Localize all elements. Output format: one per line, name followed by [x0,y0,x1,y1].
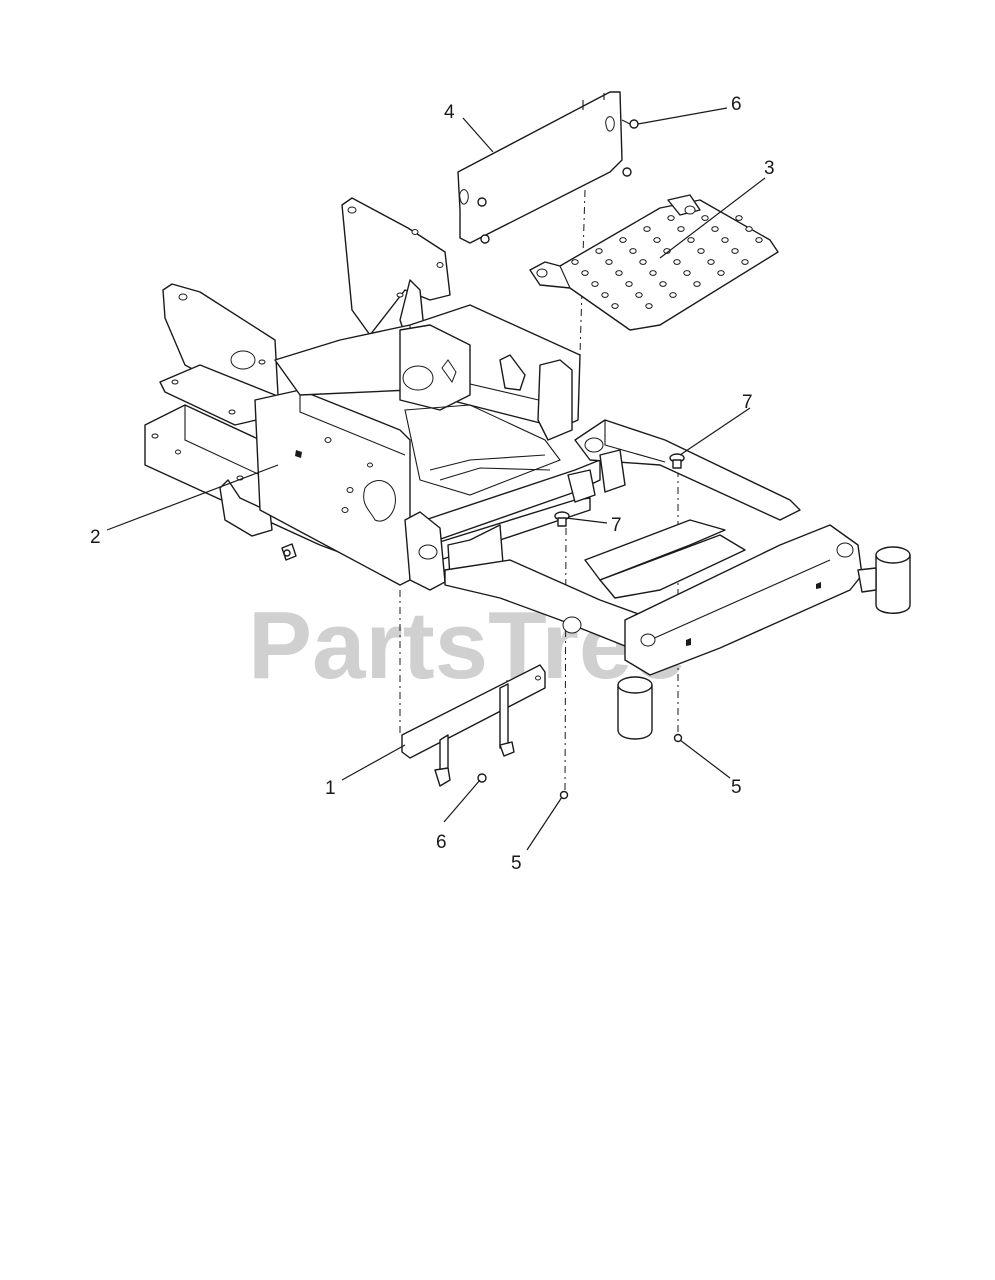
perforation-hole [595,248,603,254]
perforation-hole [717,270,725,276]
perforation-hole [635,292,643,298]
perforation-hole [687,237,695,243]
lower-bracket [401,664,546,787]
left-caster-tube [617,676,653,740]
callout-2: 2 [90,527,101,548]
perforation-hole [755,237,763,243]
perforation-hole [643,226,651,232]
perforation-hole [571,259,579,265]
right-caster-tube [857,546,911,614]
perforation-hole [711,226,719,232]
callout-7-upper: 7 [742,392,753,413]
perforation-hole [677,226,685,232]
perforation-hole [669,292,677,298]
perforation-hole [721,237,729,243]
perforation-hole [605,259,613,265]
perforation-hole [697,248,705,254]
perforation-hole [701,215,709,221]
perforation-hole [619,237,627,243]
callouts: 4 6 3 7 2 7 1 5 6 5 [90,94,775,874]
perforation-hole [629,248,637,254]
footrest-plate [529,194,779,331]
callout-5-right: 5 [731,777,742,798]
perforation-hole [673,259,681,265]
callout-6-upper: 6 [731,94,742,115]
callout-6-lower: 6 [436,832,447,853]
pin-lower [554,511,570,527]
perforation-hole [693,281,701,287]
perforation-hole [649,270,657,276]
perforation-hole [683,270,691,276]
hardware [283,119,685,800]
callout-3: 3 [764,158,775,179]
main-frame [144,197,581,586]
leader-lines [106,107,766,851]
perforation-hole [653,237,661,243]
callout-1: 1 [325,778,336,799]
callout-4: 4 [444,102,455,123]
perforation-hole [745,226,753,232]
callout-7-lower: 7 [611,515,622,536]
upper-cover-plate [457,91,623,244]
front-frame [404,419,911,740]
perforation-hole [741,259,749,265]
perforation-hole [645,303,653,309]
perforation-hole [611,303,619,309]
perforation-hole [625,281,633,287]
perforation-hole [639,259,647,265]
perforation-hole [601,292,609,298]
footrest-perforations [571,215,763,309]
perforation-hole [735,215,743,221]
pin-upper [669,453,685,469]
perforation-hole [591,281,599,287]
callout-5-lower: 5 [511,853,522,874]
perforation-hole [659,281,667,287]
perforation-hole [581,270,589,276]
perforation-hole [731,248,739,254]
perforation-hole [615,270,623,276]
perforation-hole [667,215,675,221]
perforation-hole [707,259,715,265]
